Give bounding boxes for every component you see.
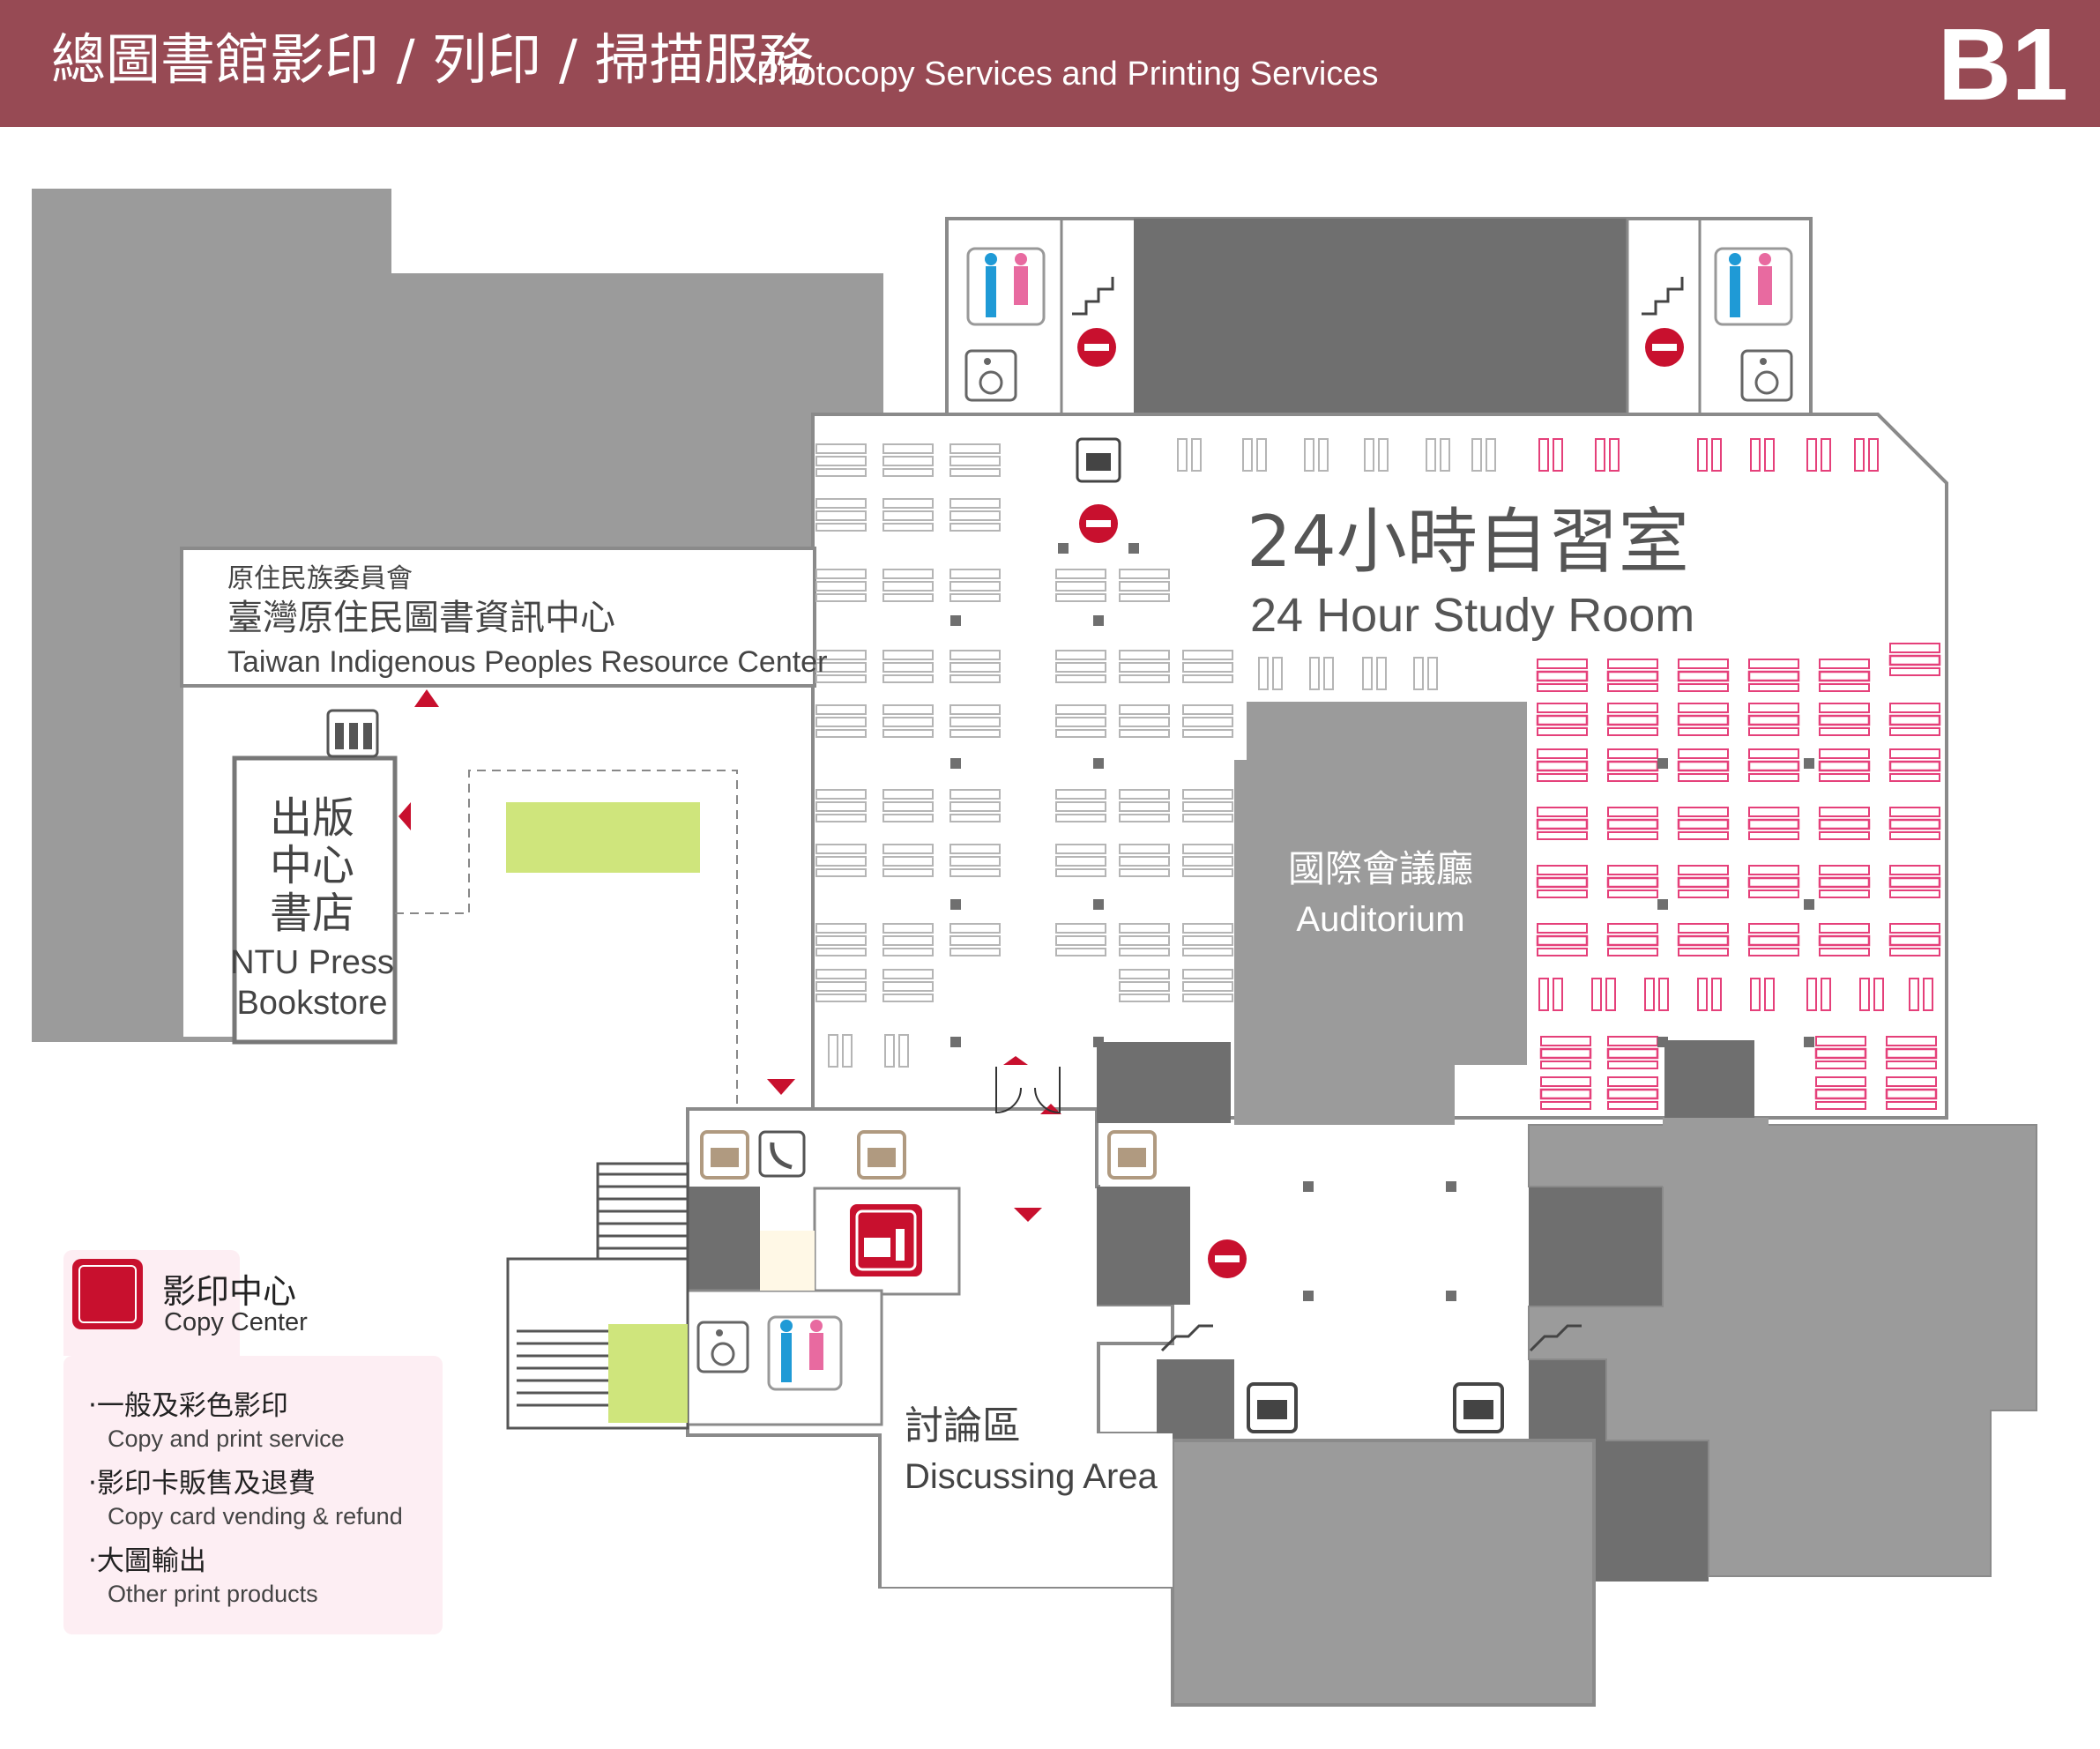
discussing-area (880, 1305, 1173, 1587)
building-wall-right (1528, 1124, 2037, 1577)
escalator-icon (1529, 1324, 1582, 1352)
dark-block-e (1529, 1359, 1606, 1440)
legend-service-item: ‧影印卡販售及退費 Copy card vending & refund (88, 1467, 403, 1532)
service-zh: ‧一般及彩色影印 (88, 1390, 288, 1422)
page-title-zh: 總圖書館影印 / 列印 / 掃描服務 (51, 27, 814, 92)
no-entry-icon (1645, 328, 1684, 367)
legend-title-en: Copy Center (164, 1308, 308, 1336)
bookstore-title-en-2: Bookstore (236, 985, 387, 1022)
stairs-icon (1072, 277, 1114, 316)
page-title-en: Photocopy Services and Printing Services (756, 56, 1379, 93)
auditorium-room (1234, 702, 1527, 1125)
dark-block-a (1097, 1042, 1231, 1123)
auditorium-title-en: Auditorium (1296, 900, 1464, 939)
legend-title-zh: 影印中心 (162, 1272, 297, 1311)
locker-icon (857, 1130, 906, 1180)
indigenous-center (180, 547, 816, 688)
indigenous-subtitle: 原住民族委員會 (227, 563, 413, 594)
bookstore-title-zh-1: 出版 (270, 793, 354, 843)
direction-markers (398, 689, 1061, 1222)
study-room-title-zh: 24小時自習室 (1247, 501, 1689, 583)
building-wall-bottom (1171, 1439, 1596, 1707)
locker-icon (1453, 1382, 1504, 1433)
restroom-icon (966, 247, 1046, 326)
service-en: Copy and print service (108, 1425, 345, 1452)
service-en: Copy card vending & refund (108, 1503, 403, 1529)
elevator-icon (326, 709, 379, 758)
indigenous-title-en: Taiwan Indigenous Peoples Resource Cente… (227, 645, 827, 679)
indigenous-title-zh: 臺灣原住民圖書資訊中心 (227, 598, 615, 638)
north-dark-room (1134, 219, 1627, 414)
locker-icon (1247, 1382, 1298, 1433)
header-bar: 總圖書館影印 / 列印 / 掃描服務 Photocopy Services an… (0, 0, 2100, 127)
restroom-icon (767, 1315, 843, 1391)
legend-service-item: ‧大圖輸出 Other print products (88, 1544, 318, 1610)
gray-block-h (1663, 1118, 1769, 1187)
building-wall-left (32, 189, 883, 908)
copy-center-icon (850, 1204, 922, 1276)
stairs-icon (1642, 277, 1684, 316)
wheelchair-icon (1740, 349, 1793, 402)
building-wall-left-lower (32, 908, 235, 1042)
no-entry-icon (1208, 1239, 1247, 1278)
bookstore-room (232, 755, 398, 1045)
dark-block-b (1097, 1187, 1190, 1305)
wheelchair-icon (964, 349, 1017, 402)
door-swing (995, 1067, 1061, 1114)
service-en: Other print products (108, 1581, 318, 1607)
copy-center-icon (72, 1259, 143, 1329)
service-zh: ‧大圖輸出 (88, 1545, 206, 1577)
legend-service-item: ‧一般及彩色影印 Copy and print service (88, 1389, 345, 1455)
floor-label: B1 (1937, 7, 2068, 122)
locker-icon (1107, 1130, 1157, 1180)
restroom-icon (1714, 247, 1793, 326)
legend-box (63, 1356, 443, 1634)
light-block (760, 1231, 815, 1291)
locker-icon (1076, 437, 1121, 483)
pillars (950, 543, 1814, 1301)
no-entry-icon (1079, 504, 1118, 543)
dark-block-c (1157, 1359, 1234, 1440)
stairs-west (506, 1162, 689, 1430)
escalator-icon (1160, 1324, 1213, 1352)
dark-block-d (1529, 1187, 1663, 1306)
locker-icon (700, 1130, 749, 1180)
dark-block-f (1589, 1440, 1709, 1582)
service-zh: ‧影印卡販售及退費 (88, 1468, 316, 1500)
wheelchair-icon (696, 1321, 749, 1373)
bookstore-title-zh-3: 書店 (270, 889, 354, 938)
discussing-area-title-zh: 討論區 (905, 1403, 1021, 1448)
bookstore-title-en-1: NTU Press (230, 944, 394, 981)
discussing-area-title-en: Discussing Area (905, 1457, 1158, 1496)
dark-block-i (688, 1187, 760, 1291)
phone-icon (758, 1130, 806, 1178)
no-entry-icon (1077, 328, 1116, 367)
bookstore-title-zh-2: 中心 (270, 841, 354, 890)
study-room-title-en: 24 Hour Study Room (1250, 589, 1694, 642)
garden-green (506, 802, 700, 873)
auditorium-title-zh: 國際會議廳 (1288, 847, 1473, 890)
